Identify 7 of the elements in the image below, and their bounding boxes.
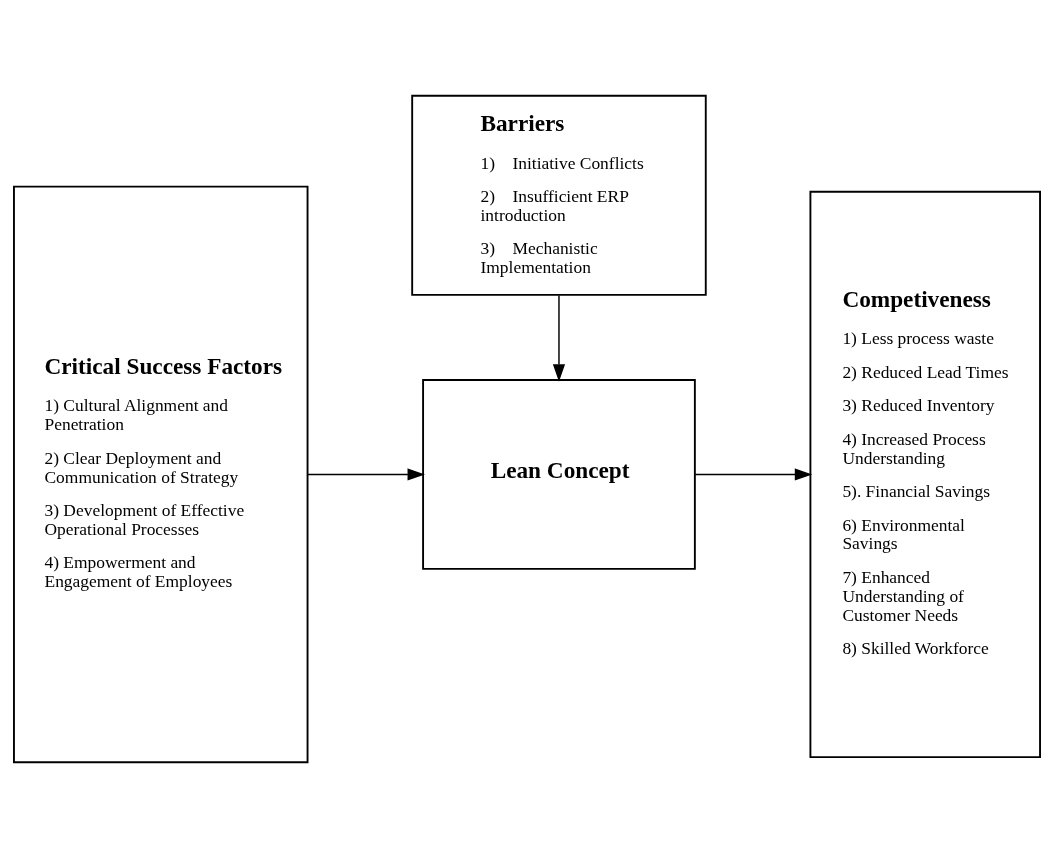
arrow xyxy=(307,467,425,481)
node-box: Critical Success Factors 1) Cultural Alignment and Penetration 2) Clear Deployment and Communication of Strategy 3) Development of Effective Operational Processes 4) Empowerment and Engagement of Employees xyxy=(13,185,309,763)
node-box: Lean Concept xyxy=(422,378,696,570)
arrow xyxy=(552,294,566,382)
node-box: Barriers 1) Initiative Conflicts 2) Insufficient ERP introduction 3) Mechanistic Implementation xyxy=(411,94,707,296)
node-box: Competiveness 1) Less process waste 2) Reduced Lead Times 3) Reduced Inventory 4) Increased Process Understanding 5). Financial Savings 6) Environmental Savings 7) Enhanced Understanding of Customer Needs 8) Skilled Workforce xyxy=(809,190,1041,758)
arrow xyxy=(694,467,813,481)
